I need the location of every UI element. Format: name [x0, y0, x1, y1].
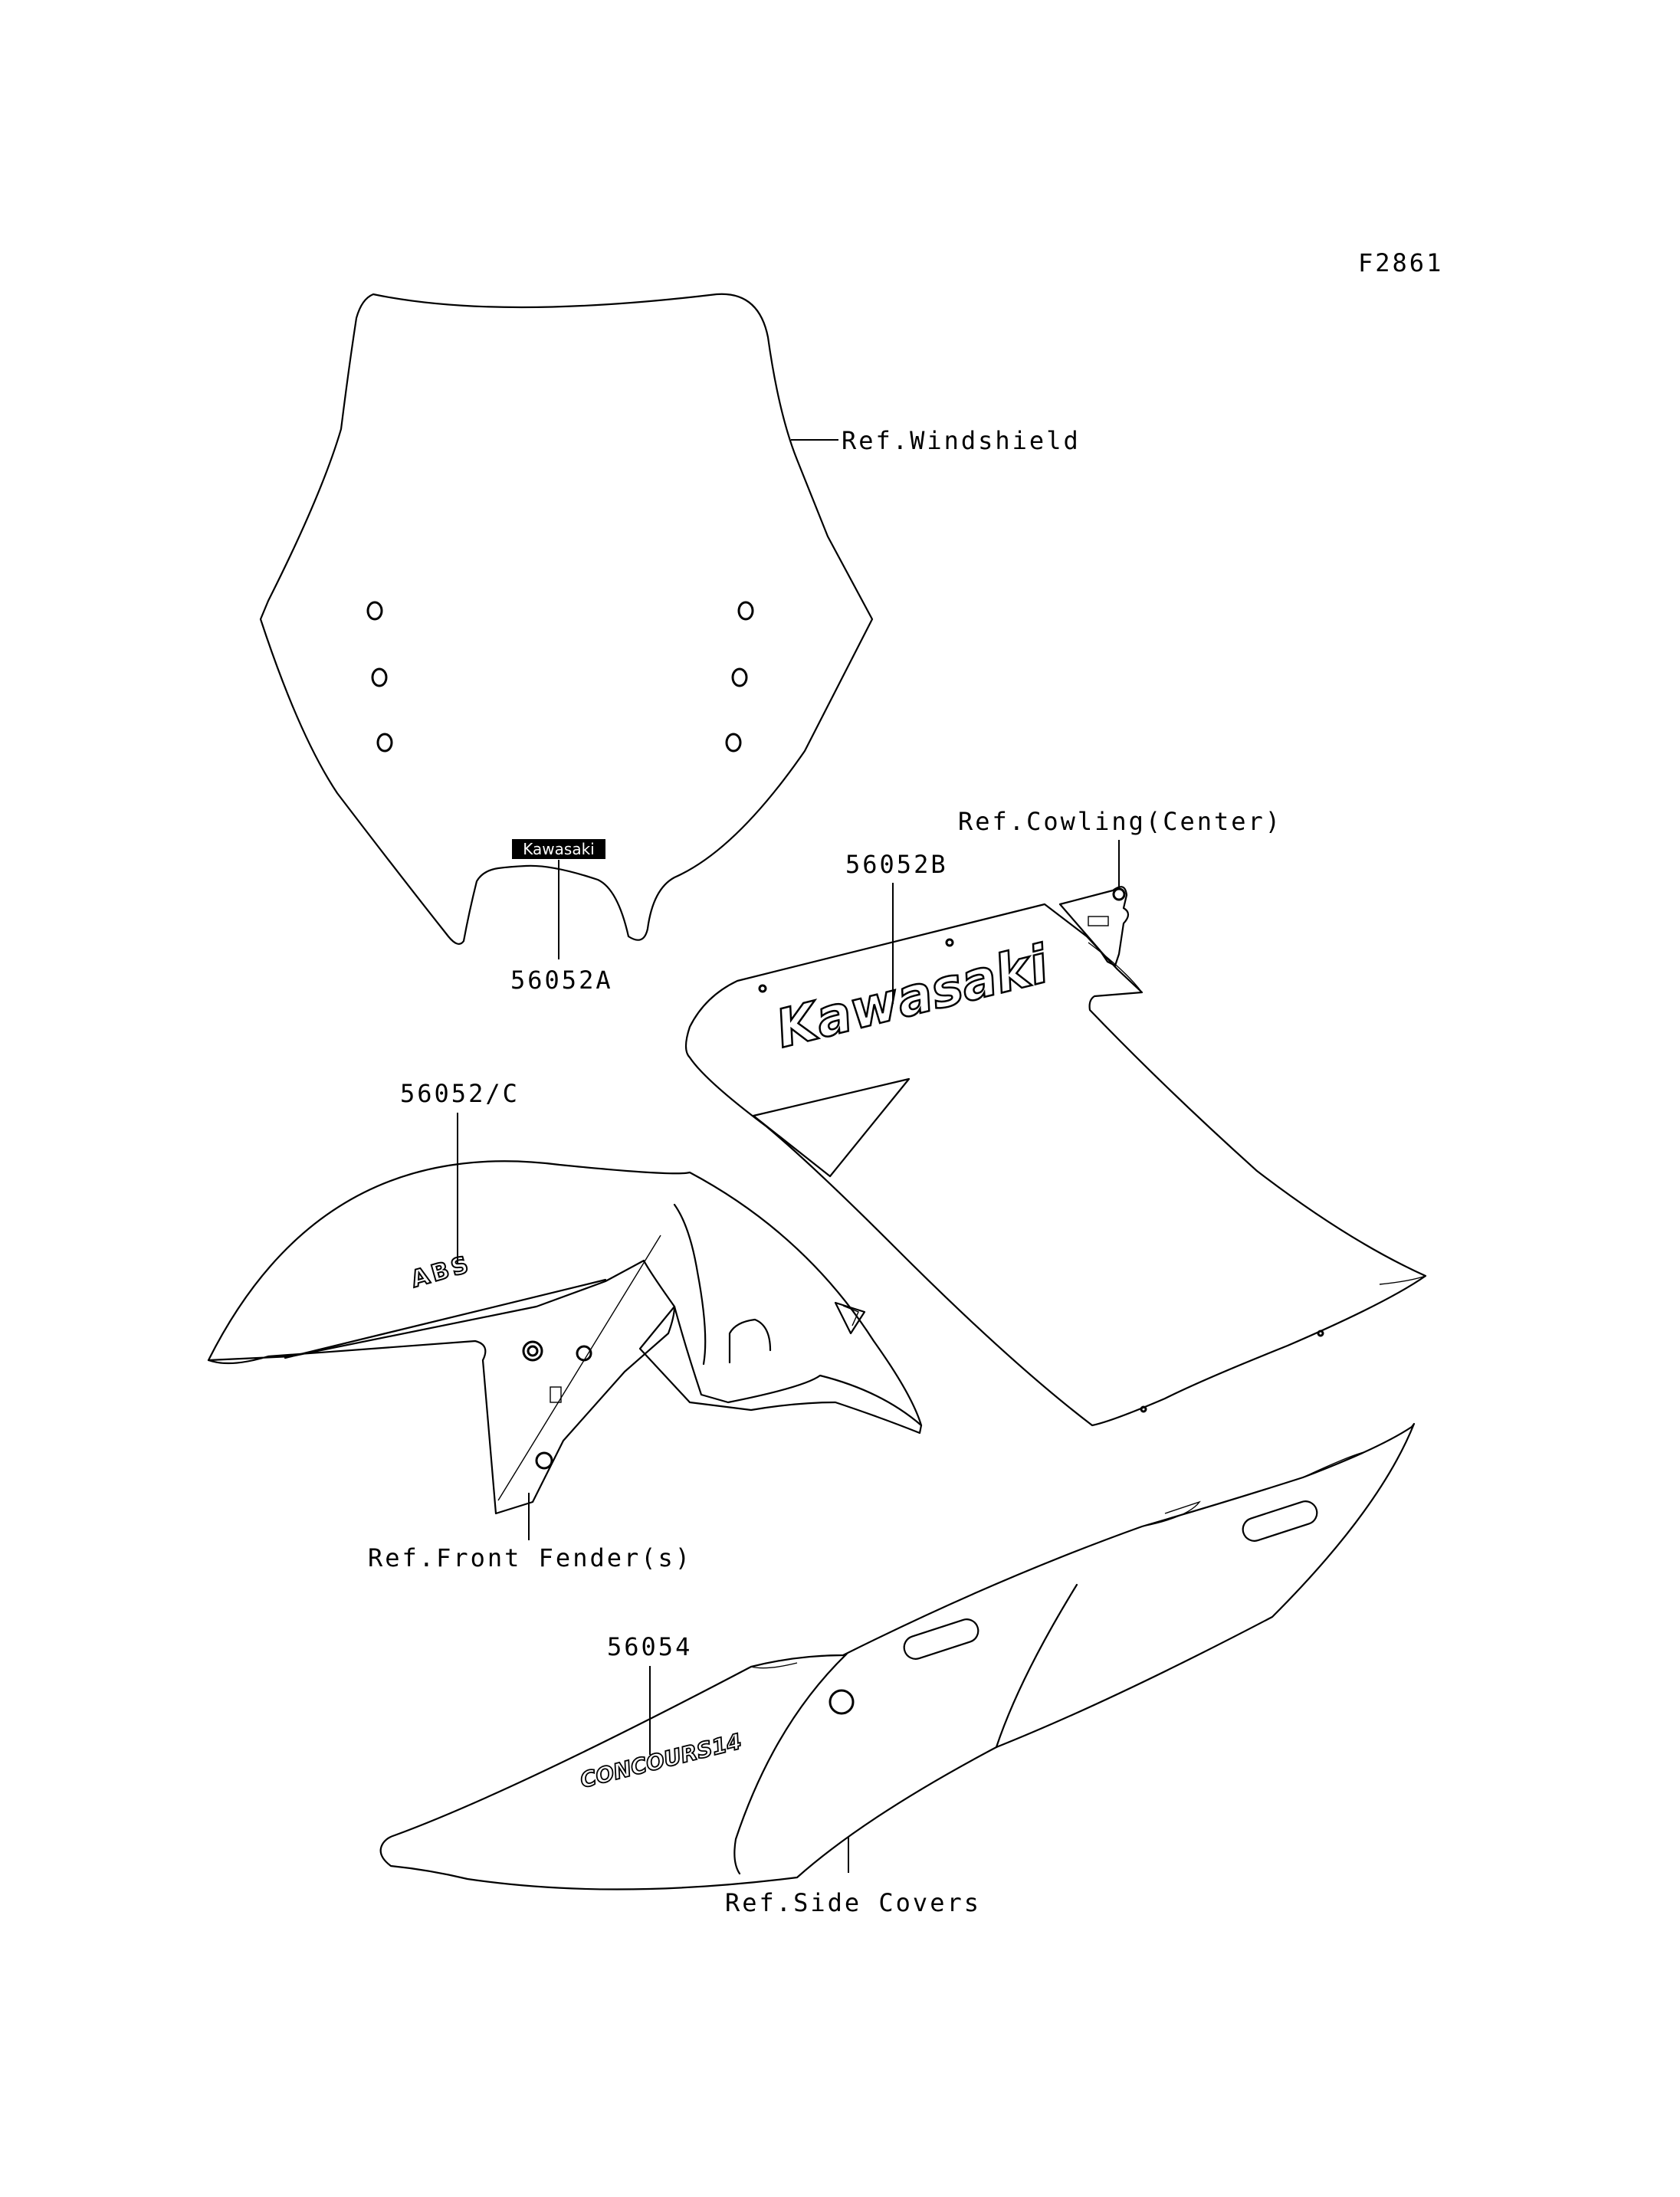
fender-stripe: [284, 1278, 607, 1359]
mount-hole: [725, 733, 742, 753]
fender-bolt: [527, 1345, 539, 1357]
windshield-part: Kawasaki: [259, 293, 874, 945]
fender-bolt: [576, 1345, 592, 1362]
fender-fin: [673, 1203, 707, 1366]
callout-56052a: 56052A: [510, 966, 613, 995]
mount-hole: [366, 601, 383, 621]
side-cover-seam: [1302, 1451, 1365, 1478]
side-cover-slot: [903, 1618, 979, 1660]
mount-hole: [371, 667, 388, 687]
side-cover-part: CONCOURS14: [379, 1422, 1416, 1890]
fender-tab: [834, 1301, 866, 1335]
callout-56052b: 56052B: [845, 850, 948, 879]
fender-body: [207, 1259, 676, 1515]
side-cover-seam: [750, 1662, 798, 1669]
windshield-badge-plate: [512, 839, 605, 859]
fender-bolt: [535, 1451, 553, 1470]
cowling-hole: [1140, 1405, 1147, 1413]
front-fender-part: ABS: [207, 1160, 923, 1515]
cowling-hole: [945, 938, 954, 947]
callout-56054: 56054: [607, 1632, 692, 1661]
side-cover-curve: [733, 1652, 848, 1875]
cowling-part: Kawasaki: [684, 886, 1427, 1427]
bracket-slot: [1088, 916, 1109, 926]
fender-edge: [497, 1235, 661, 1501]
fender-arc: [207, 1160, 923, 1427]
mount-hole: [737, 601, 754, 621]
side-cover-seam: [1141, 1500, 1201, 1527]
mount-hole: [731, 667, 748, 687]
fender-inner-panel: [638, 1305, 923, 1435]
callout-fender: Ref.Front Fender(s): [368, 1543, 692, 1572]
mount-hole: [376, 733, 393, 753]
callout-side-covers: Ref.Side Covers: [725, 1888, 981, 1917]
cowling-hole: [758, 984, 767, 993]
windshield-outline: [259, 293, 874, 945]
fender-bracket: [728, 1318, 772, 1364]
cowling-outline: [684, 903, 1427, 1427]
figure-code: F2861: [1358, 248, 1443, 277]
fender-tab-inner: [842, 1305, 859, 1326]
cowling-logo: Kawasaki: [770, 934, 1055, 1061]
callout-windshield: Ref.Windshield: [842, 426, 1081, 455]
side-cover-curve: [995, 1583, 1078, 1749]
fender-bolt: [522, 1340, 543, 1362]
cowling-vent: [752, 1077, 911, 1178]
side-cover-outline: [379, 1422, 1416, 1890]
fender-badge: ABS: [409, 1251, 474, 1294]
side-cover-badge: CONCOURS14: [578, 1729, 744, 1793]
windshield-badge-text: Kawasaki: [523, 840, 594, 858]
side-cover-hole: [829, 1689, 855, 1715]
cowling-inner-edge: [1088, 942, 1143, 993]
side-cover-slot: [1242, 1500, 1318, 1542]
cowling-inner-edge: [1379, 1275, 1426, 1285]
cowling-hole: [1317, 1330, 1324, 1337]
callout-56052c: 56052/C: [400, 1079, 520, 1108]
callout-cowling: Ref.Cowling(Center): [958, 807, 1282, 836]
bracket-hole: [1112, 887, 1126, 901]
fender-slot: [550, 1386, 562, 1403]
